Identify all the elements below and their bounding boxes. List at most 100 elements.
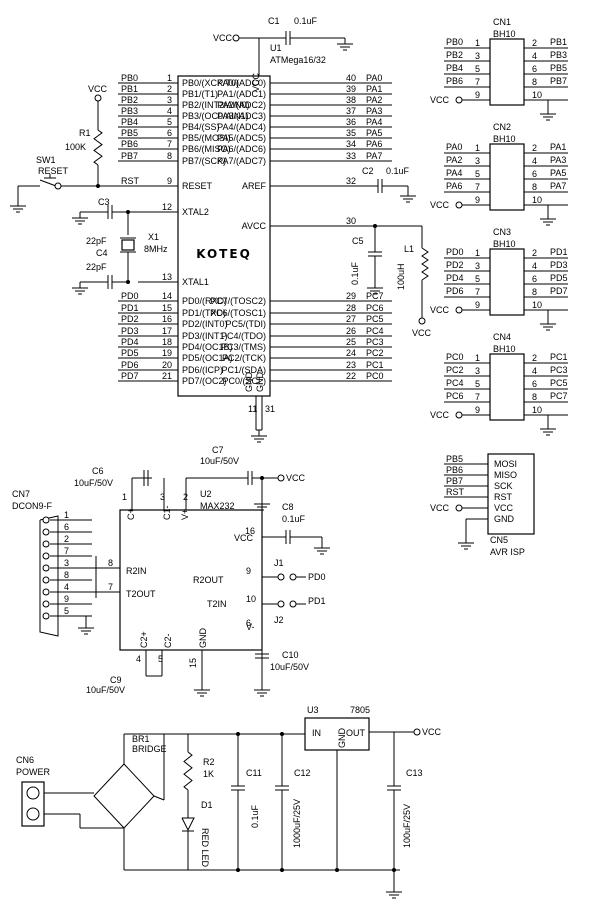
db9-pin-number: 3: [64, 558, 69, 568]
u1-pin-net: PB7: [121, 151, 138, 161]
u1-pin-name: PC3/(TMS): [221, 342, 266, 352]
header-ref: CN4: [493, 332, 511, 342]
header-pin-number: 2: [532, 143, 537, 153]
u1-pin-net: PB6: [121, 139, 138, 149]
header-pin-number: 6: [532, 274, 537, 284]
header-net: PA1: [550, 142, 566, 152]
header-net: PD1: [550, 247, 568, 257]
u1-pin-net: PB0: [121, 73, 138, 83]
u3-out: OUT: [346, 728, 366, 738]
u3-ref: U3: [307, 705, 319, 715]
terminal-screw: [26, 807, 40, 821]
u2-pin-number: 9: [246, 566, 251, 576]
header-net: PD6: [446, 286, 464, 296]
header-net: PC6: [446, 391, 464, 401]
u1-pin-net: PA3: [366, 106, 382, 116]
u1-pin-name: PB4/(SS): [182, 122, 220, 132]
u1-pin-number: 5: [167, 117, 172, 127]
u1-pin-net: PA5: [366, 128, 382, 138]
u1-pin-net: PA0: [366, 73, 382, 83]
header-pin-number: 5: [475, 169, 480, 179]
u1-pin-number: 29: [346, 291, 356, 301]
header-ref: CN1: [493, 17, 511, 27]
u1-pin-name: PD6/(ICP): [182, 365, 223, 375]
header-pin-number: 6: [532, 64, 537, 74]
header-net: PA0: [446, 142, 462, 152]
u2-pin-number: 10: [246, 594, 256, 604]
isp-part: AVR ISP: [490, 547, 525, 557]
terminal-screw: [26, 786, 40, 800]
isp-pin-label: GND: [494, 514, 515, 524]
u1-pin-net: PC2: [366, 348, 384, 358]
u1-pin-number: 27: [346, 314, 356, 324]
u1-pin-name: PB2/(INT2/AIN0): [182, 100, 250, 110]
ground-symbol: [540, 318, 556, 331]
header-net: PB7: [550, 76, 567, 86]
u1-pin-net: RST: [121, 176, 140, 186]
u2-pin-number: 2: [183, 492, 188, 502]
u1-pin-name: PA6/(ADC6): [217, 144, 266, 154]
header-net: PC4: [446, 378, 464, 388]
header-pin-number: 7: [475, 392, 480, 402]
u1-pin-net: PB3: [121, 106, 138, 116]
u1-pin-name: AREF: [242, 181, 267, 191]
header-part: BH10: [493, 29, 516, 39]
c10-value: 10uF/50V: [270, 662, 309, 672]
junction-dot: [335, 868, 339, 872]
d1-part: RED LED: [200, 828, 210, 868]
junction-dot: [260, 476, 264, 480]
u1-pin-name: PB0/(XCK/T0): [182, 78, 239, 88]
terminal-ring: [232, 34, 240, 42]
ground-symbol: [10, 200, 26, 213]
j2-label: J2: [274, 615, 284, 625]
u1-pin-number: 2: [167, 84, 172, 94]
ground-symbol: [194, 684, 210, 697]
header-ref: CN3: [493, 227, 511, 237]
u1-pin-name: PB3/(OC0/AIN1): [182, 111, 249, 121]
wire: [153, 795, 165, 801]
header-part: BH10: [493, 344, 516, 354]
db9-pin-number: 8: [64, 570, 69, 580]
db9-pin: [42, 576, 50, 584]
u1-pin-number: 20: [162, 360, 172, 370]
u1-pin-name: PD1/(TXD): [182, 308, 226, 318]
u1-pin-name: PD4/(OC1B): [182, 342, 233, 352]
resistor-zigzag: [93, 129, 103, 166]
header-net: PB1: [550, 37, 567, 47]
u3-in: IN: [312, 728, 321, 738]
db9-pin: [42, 564, 50, 572]
c9-value: 10uF/50V: [86, 685, 125, 695]
vcc-label: VCC: [430, 305, 450, 315]
c2-value: 0.1uF: [386, 166, 410, 176]
terminal-ring: [413, 728, 421, 736]
ground-symbol: [254, 684, 270, 697]
junction-dot: [236, 868, 240, 872]
header-net: PC1: [550, 352, 568, 362]
c1-ref: C1: [268, 16, 280, 26]
u1-pin-name: PA7/(ADC7): [217, 156, 266, 166]
junction-dot: [280, 732, 284, 736]
u1-pin-name: PA3/(ADC3): [217, 111, 266, 121]
header-net: PC0: [446, 352, 464, 362]
terminal-ring: [455, 306, 463, 314]
db9-pin-number: 1: [64, 510, 69, 520]
sw1-ref: SW1: [36, 155, 56, 165]
u2-ref: U2: [200, 489, 212, 499]
u1-pin-net: PC1: [366, 360, 384, 370]
u2-pin-number: 16: [245, 526, 255, 536]
header-pin-number: 8: [532, 77, 537, 87]
header-pin-number: 5: [475, 379, 480, 389]
terminal-ring: [94, 94, 102, 102]
u1-pin-net: PA7: [366, 151, 382, 161]
ground-symbol: [78, 622, 94, 635]
led-triangle: [181, 817, 195, 832]
u1-ref: U1: [270, 43, 282, 53]
header-net: PB3: [550, 50, 567, 60]
crystal-body: [121, 239, 135, 251]
header-pin-number: 7: [475, 287, 480, 297]
header-pin-number: 9: [475, 405, 480, 415]
header-pin-number: 4: [532, 51, 537, 61]
db9-pin: [42, 588, 50, 596]
r2-ref: R2: [203, 757, 215, 767]
